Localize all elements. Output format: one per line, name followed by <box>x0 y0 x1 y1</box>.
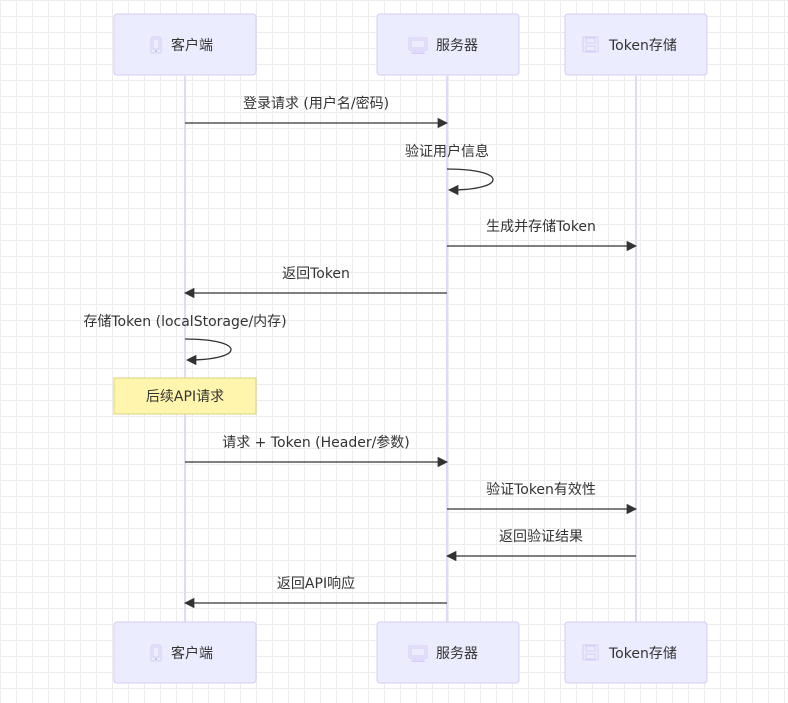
actor-client-label: 客户端 <box>171 645 213 662</box>
actor-server-bottom: 服务器 <box>376 621 520 684</box>
message-arrow-verify-user <box>446 168 494 196</box>
message-label-validate-token: 验证Token有效性 <box>486 482 596 498</box>
actor-token-store-label: Token存储 <box>608 38 677 54</box>
actor-token-store-bottom: Token存储 <box>564 621 708 684</box>
message-arrow-store-token-local <box>184 338 232 366</box>
actor-token-store-label: Token存储 <box>608 646 677 662</box>
actor-server-label: 服务器 <box>436 646 478 662</box>
message-label-return-token: 返回Token <box>282 266 350 282</box>
computer-monitor-icon <box>408 37 428 54</box>
message-label-return-api-response: 返回API响应 <box>277 575 355 592</box>
note-label: 后续API请求 <box>146 388 224 405</box>
message-label-generate-store-token: 生成并存储Token <box>486 219 596 235</box>
floppy-disk-icon <box>582 36 599 53</box>
actor-client-top: 客户端 <box>113 13 257 76</box>
floppy-disk-icon <box>582 644 599 661</box>
actor-client-bottom: 客户端 <box>113 621 257 684</box>
actor-server-top: 服务器 <box>376 13 520 76</box>
actor-client-label: 客户端 <box>171 37 213 54</box>
mobile-phone-icon <box>150 644 162 662</box>
note-subsequent-api-requests: 后续API请求 <box>113 377 257 415</box>
actor-server-label: 服务器 <box>436 38 478 54</box>
message-label-store-token-local: 存储Token (localStorage/内存) <box>83 314 286 330</box>
message-label-login-request: 登录请求 (用户名/密码) <box>243 95 389 112</box>
message-label-verify-user: 验证用户信息 <box>405 143 489 160</box>
message-label-return-validation: 返回验证结果 <box>499 529 583 545</box>
mobile-phone-icon <box>150 36 162 54</box>
computer-monitor-icon <box>408 645 428 662</box>
message-label-request-with-token: 请求 + Token (Header/参数) <box>222 434 410 451</box>
actor-token-store-top: Token存储 <box>564 13 708 76</box>
